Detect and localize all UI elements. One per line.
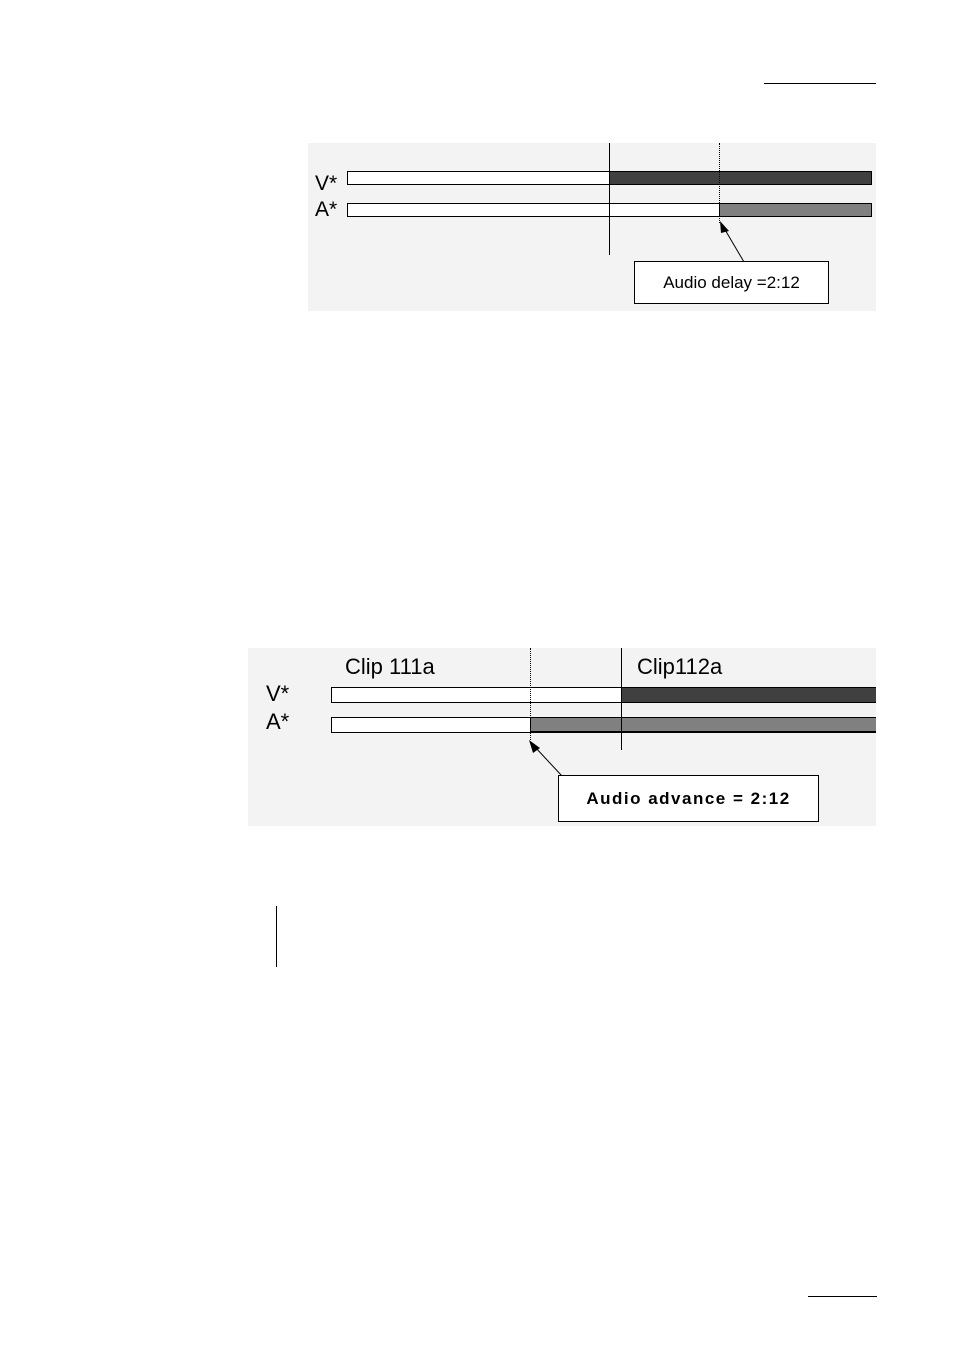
audio-delay-figure: V* A* Audio delay =2:12 xyxy=(308,143,876,311)
header-rule xyxy=(764,83,876,84)
footer-rule xyxy=(808,1296,877,1297)
audio-advance-figure: Clip 111a Clip112a V* A* Audio advance =… xyxy=(248,648,876,826)
note-margin-bar xyxy=(276,906,277,967)
audio-advance-callout: Audio advance = 2:12 xyxy=(558,775,819,822)
audio-delay-callout: Audio delay =2:12 xyxy=(634,261,829,304)
